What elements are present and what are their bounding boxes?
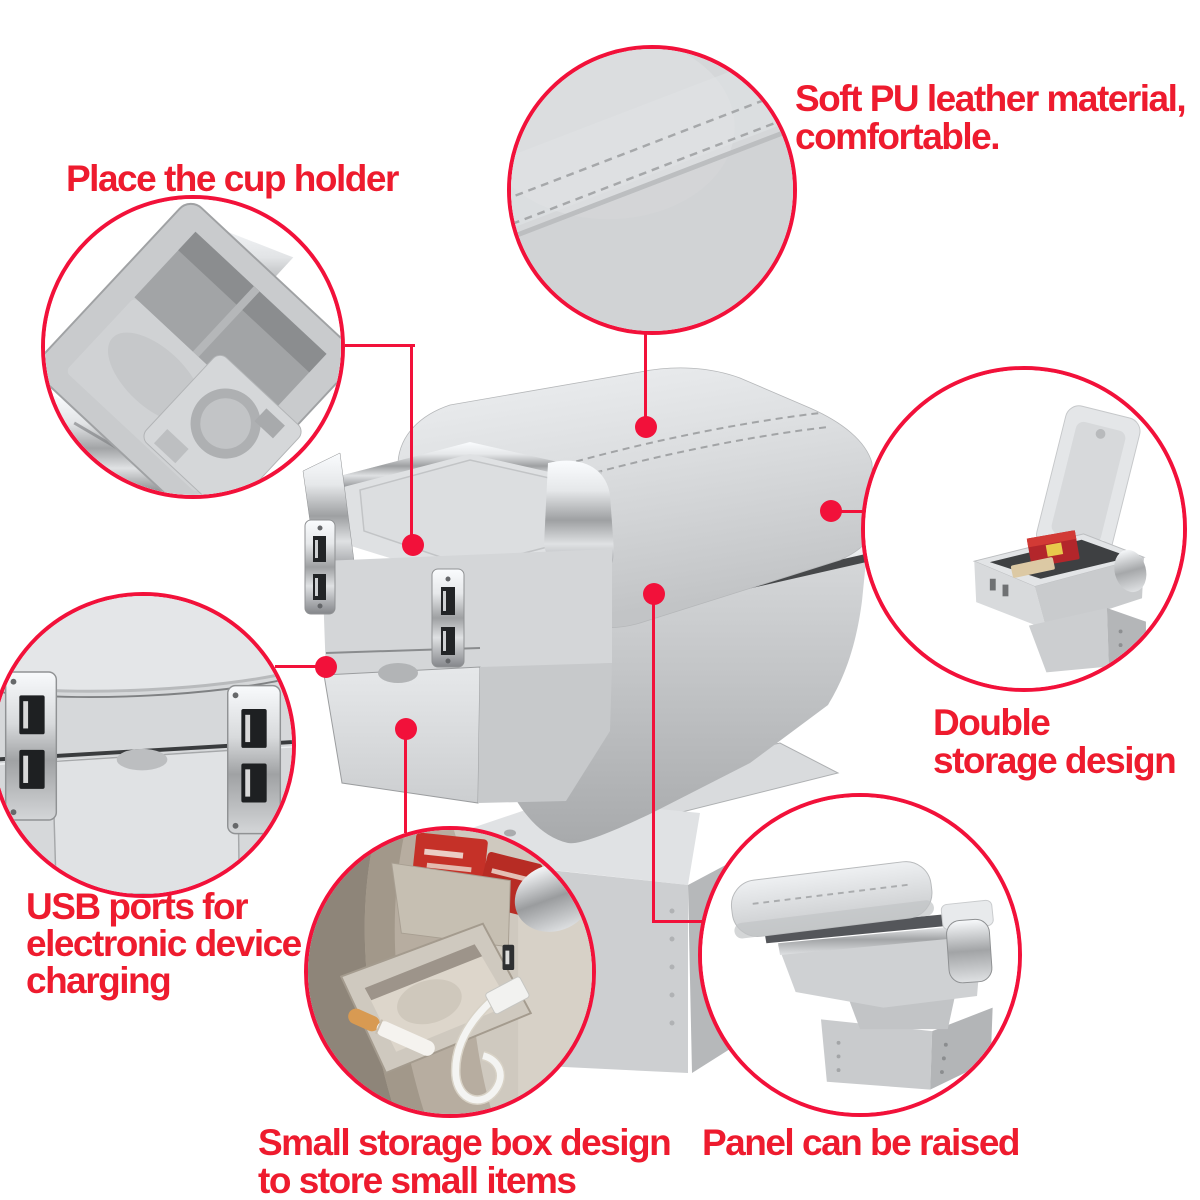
callout-circle-cup-holder <box>41 195 345 499</box>
usb-ports-photo <box>0 596 292 894</box>
cup-holder-module <box>302 442 614 804</box>
label-line: to store small items <box>258 1160 577 1200</box>
open-lid <box>1036 405 1141 561</box>
callout-circle-usb <box>0 592 296 898</box>
connector-line-cup-holder-v <box>410 344 413 545</box>
label-line: charging <box>26 960 172 1001</box>
connector-line-double-storage <box>831 510 863 513</box>
cup-holder-photo <box>45 199 341 495</box>
callout-circle-small-storage <box>304 826 596 1118</box>
small-storage-photo <box>308 830 592 1114</box>
label-pu-leather: Soft PU leather material, comfortable. <box>795 78 1187 157</box>
label-line: Soft PU leather material, <box>795 78 1187 119</box>
connector-dot-cup-holder <box>402 534 424 556</box>
connector-dot-leather <box>635 416 657 438</box>
connector-line-leather <box>644 333 647 429</box>
usb-panel-left <box>304 519 336 615</box>
connector-dot-usb <box>315 656 337 678</box>
label-line: Place the cup holder <box>66 158 399 199</box>
connector-dot-double-storage <box>820 500 842 522</box>
raised-armrest-panel <box>730 861 934 939</box>
connector-line-panel-h <box>652 920 704 923</box>
label-line: comfortable. <box>795 116 1001 157</box>
connector-dot-small-storage <box>395 718 417 740</box>
label-small-storage: Small storage box design to store small … <box>258 1122 672 1200</box>
label-line: Panel can be raised <box>702 1122 1021 1163</box>
callout-circle-leather <box>507 45 797 335</box>
label-line: USB ports for <box>26 886 248 927</box>
label-line: Small storage box design <box>258 1122 672 1163</box>
label-double-storage: Double storage design <box>933 702 1177 781</box>
label-panel-raised: Panel can be raised <box>702 1122 1021 1163</box>
double-storage-photo <box>865 370 1183 688</box>
connector-line-small-storage <box>404 729 407 833</box>
connector-line-cup-holder <box>345 344 415 347</box>
label-cup-holder: Place the cup holder <box>66 158 399 199</box>
usb-chrome-panel-left <box>4 671 58 821</box>
callout-circle-double-storage <box>861 366 1187 692</box>
panel-raised-photo <box>702 797 1018 1113</box>
connector-dot-panel <box>643 583 665 605</box>
usb-chrome-panel-right <box>226 684 282 835</box>
cigarette <box>348 1008 435 1056</box>
callout-circle-panel-raised <box>698 793 1022 1117</box>
cigarette-box <box>1026 530 1080 568</box>
label-line: storage design <box>933 740 1177 781</box>
connector-line-usb <box>275 665 327 668</box>
leather-texture-photo <box>511 49 793 331</box>
label-line: Double <box>933 702 1051 743</box>
cup-holder-insert <box>143 354 302 495</box>
connector-line-panel-v <box>652 594 655 923</box>
usb-plug <box>485 976 530 1015</box>
label-usb-ports: USB ports for electronic device charging <box>26 886 302 1001</box>
usb-panel-front <box>431 568 465 668</box>
label-line: electronic device <box>26 923 302 964</box>
